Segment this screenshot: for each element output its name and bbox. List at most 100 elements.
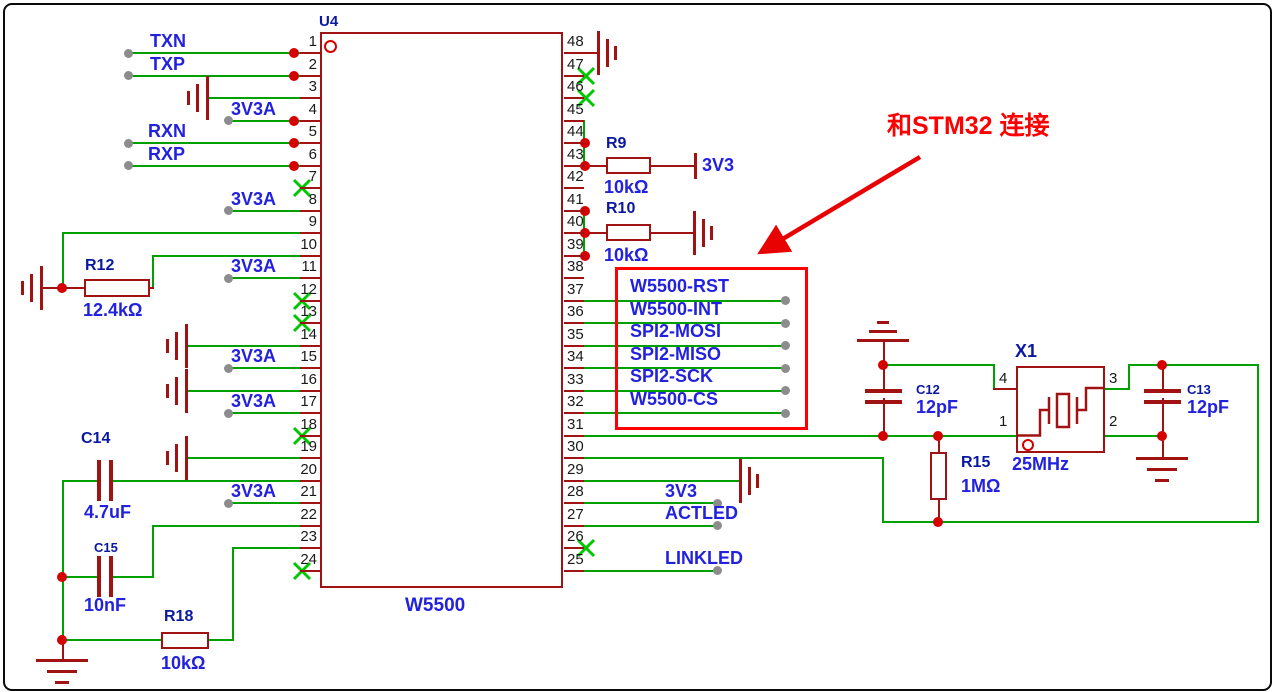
ground-bar bbox=[755, 473, 759, 488]
junction-dot bbox=[289, 48, 299, 58]
refdes-R9: R9 bbox=[606, 135, 627, 152]
pin-number: 20 bbox=[300, 460, 317, 478]
component-lead bbox=[1162, 434, 1164, 458]
wire-segment bbox=[232, 547, 234, 641]
pin-number: 10 bbox=[300, 235, 317, 253]
pin-stub bbox=[300, 457, 320, 459]
refdes-C12: C12 bbox=[916, 382, 940, 397]
pin-stub bbox=[564, 119, 584, 122]
pin-number: 42 bbox=[567, 168, 584, 185]
pin-number: 18 bbox=[300, 415, 317, 433]
capacitor-C12-plate bbox=[865, 389, 902, 393]
pin-number: 6 bbox=[308, 145, 317, 163]
component-lead bbox=[938, 434, 940, 454]
pin-number: 7 bbox=[308, 168, 317, 185]
port-dot bbox=[780, 296, 790, 305]
pin-stub bbox=[300, 322, 320, 324]
refdes-R15: R15 bbox=[961, 454, 991, 471]
component-lead bbox=[649, 232, 696, 234]
pin-stub bbox=[300, 367, 320, 369]
pin-stub bbox=[300, 164, 320, 167]
wire-segment bbox=[128, 164, 302, 167]
value-R10: 10kΩ bbox=[604, 245, 649, 265]
net-label-3v3a: 3V3A bbox=[231, 256, 277, 276]
pin-stub bbox=[564, 97, 584, 99]
junction-dot bbox=[57, 635, 67, 645]
ground-bar bbox=[39, 266, 43, 310]
pin-number: 4 bbox=[308, 100, 317, 118]
pin-number: 40 bbox=[567, 213, 584, 230]
pin-stub bbox=[300, 97, 320, 99]
wire-segment bbox=[128, 74, 302, 77]
pin-stub bbox=[300, 277, 320, 279]
ground-bar bbox=[701, 219, 705, 247]
value-C15: 10nF bbox=[84, 595, 127, 615]
port-dot bbox=[223, 206, 233, 215]
junction-dot bbox=[878, 360, 888, 370]
wire-segment bbox=[208, 97, 302, 99]
signal-spi2-miso: SPI2-MISO bbox=[630, 344, 722, 364]
pin-number: 27 bbox=[567, 505, 584, 523]
pin-number: 13 bbox=[300, 303, 317, 320]
pin-stub bbox=[300, 187, 320, 189]
wire-segment bbox=[583, 502, 719, 504]
value-R12: 12.4kΩ bbox=[83, 300, 143, 320]
component-lead bbox=[583, 232, 608, 234]
pin-number: 11 bbox=[301, 258, 317, 275]
net-label-3v3a: 3V3A bbox=[231, 481, 277, 501]
ground-bar bbox=[877, 321, 889, 324]
refdes-X1: X1 bbox=[1015, 341, 1038, 361]
net-label-3v3-pullup: 3V3 bbox=[702, 155, 735, 175]
ground-bar bbox=[29, 274, 33, 302]
junction-dot bbox=[289, 115, 299, 126]
port-dot bbox=[712, 566, 722, 575]
pin-stub bbox=[300, 569, 320, 572]
wire-segment bbox=[228, 119, 302, 122]
ground-bar bbox=[20, 281, 24, 295]
wire-segment bbox=[583, 479, 741, 482]
ground-bar bbox=[165, 383, 169, 398]
pin-stub bbox=[300, 142, 320, 144]
pin-stub bbox=[564, 277, 584, 279]
pin-stub bbox=[564, 502, 584, 504]
pin-stub bbox=[300, 479, 320, 482]
wire-segment bbox=[1105, 434, 1164, 437]
wire-segment bbox=[186, 344, 302, 347]
component-lead bbox=[1162, 398, 1164, 437]
wire-segment bbox=[113, 576, 154, 578]
pin-number: 28 bbox=[567, 483, 584, 500]
component-lead bbox=[583, 164, 608, 167]
capacitor-C14-plate bbox=[109, 460, 113, 501]
chip-designator: U4 bbox=[319, 13, 339, 30]
pin-stub bbox=[564, 547, 584, 549]
port-dot bbox=[712, 521, 722, 530]
pin-stub bbox=[300, 412, 320, 414]
value-R15: 1MΩ bbox=[961, 476, 1001, 496]
resistor-R12-body bbox=[84, 279, 150, 297]
pin-stub bbox=[564, 367, 584, 369]
port-dot bbox=[780, 341, 790, 350]
net-label-3v3-vdd: 3V3 bbox=[665, 481, 698, 501]
ground-bar bbox=[1147, 468, 1177, 471]
wire-segment bbox=[228, 209, 302, 212]
junction-dot bbox=[57, 283, 67, 293]
signal-w5500-rst: W5500-RST bbox=[630, 276, 730, 296]
capacitor-C12-plate bbox=[865, 400, 902, 404]
resistor-R15-body bbox=[930, 452, 947, 500]
ground-bar bbox=[174, 444, 178, 472]
stm32-connection-box bbox=[615, 267, 808, 430]
wire-segment bbox=[186, 457, 302, 459]
wire-segment bbox=[209, 639, 234, 641]
wire-segment bbox=[128, 52, 302, 54]
pin-number: 26 bbox=[567, 528, 584, 545]
net-label-txp: TXP bbox=[150, 54, 186, 74]
pin-stub bbox=[564, 232, 584, 234]
pin-number: 31 bbox=[567, 415, 584, 433]
ground-bar bbox=[738, 458, 742, 503]
value-C13: 12pF bbox=[1187, 397, 1230, 417]
pin-number: 14 bbox=[300, 325, 317, 343]
capacitor-C13-plate bbox=[1144, 389, 1181, 393]
pin-number: 12 bbox=[300, 280, 317, 298]
pin-stub bbox=[300, 389, 320, 392]
pin-number: 3 bbox=[308, 78, 317, 95]
